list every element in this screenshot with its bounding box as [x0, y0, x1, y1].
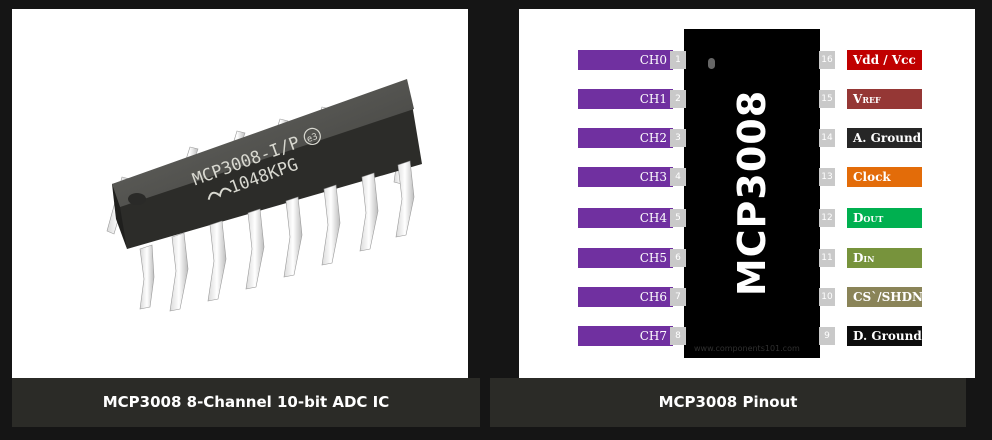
pin-label-cs-shdn: CS`/SHDN — [847, 287, 923, 307]
pinout-diagram: MCP3008 www.components101.com CH0 1 CH1 … — [519, 9, 975, 378]
ic-body: MCP3008 www.components101.com — [684, 29, 820, 358]
pin-label-clock: Clock — [847, 167, 922, 187]
pin-label-digital-ground: D. Ground — [847, 326, 922, 346]
pin-label-ch0: CH0 — [578, 50, 673, 70]
pin-number: 7 — [670, 288, 686, 306]
pin-number: 6 — [670, 249, 686, 267]
pin-number: 8 — [670, 327, 686, 345]
pin-number: 15 — [819, 90, 835, 108]
watermark: www.components101.com — [694, 344, 800, 353]
pin-label-ch4: CH4 — [578, 208, 673, 228]
pin-label-din: DIN — [847, 248, 922, 268]
chip-print-logo: e3 — [306, 132, 320, 145]
pin-label-ch3: CH3 — [578, 167, 673, 187]
pin-label-ch5: CH5 — [578, 248, 673, 268]
pinout-card: MCP3008 www.components101.com CH0 1 CH1 … — [519, 9, 975, 378]
pin-number: 5 — [670, 209, 686, 227]
pin-number: 9 — [819, 327, 835, 345]
pin-number: 10 — [819, 288, 835, 306]
pin-number: 1 — [670, 51, 686, 69]
pin-label-ch6: CH6 — [578, 287, 673, 307]
pinout-caption: MCP3008 Pinout — [658, 393, 798, 411]
pin-label-dout: DOUT — [847, 208, 922, 228]
pin-number: 14 — [819, 129, 835, 147]
pin-number: 13 — [819, 168, 835, 186]
pin-number: 3 — [670, 129, 686, 147]
ic-photo: MCP3008-I/P e3 1048KPG — [12, 9, 468, 378]
pin-number: 2 — [670, 90, 686, 108]
pin-label-ch2: CH2 — [578, 128, 673, 148]
pin-label-ch7: CH7 — [578, 326, 673, 346]
pin-label-vref: VREF — [847, 89, 922, 109]
pin-label-ch1: CH1 — [578, 89, 673, 109]
pinout-caption-bar: MCP3008 Pinout — [490, 378, 966, 427]
ic-name: MCP3008 — [730, 89, 774, 297]
pin-number: 4 — [670, 168, 686, 186]
microchip-logo-icon — [207, 187, 232, 200]
pin-label-analog-ground: A. Ground — [847, 128, 922, 148]
ic-photo-illustration: MCP3008-I/P e3 1048KPG — [106, 79, 422, 312]
pin-label-vdd: Vdd / Vcc — [847, 50, 922, 70]
ic-photo-caption: MCP3008 8-Channel 10-bit ADC IC — [102, 393, 390, 411]
pin-number: 12 — [819, 209, 835, 227]
ic-photo-card: MCP3008-I/P e3 1048KPG — [12, 9, 468, 378]
ic-notch-icon — [708, 58, 715, 69]
pin-number: 11 — [819, 249, 835, 267]
pin-number: 16 — [819, 51, 835, 69]
ic-photo-caption-bar: MCP3008 8-Channel 10-bit ADC IC — [12, 378, 480, 427]
